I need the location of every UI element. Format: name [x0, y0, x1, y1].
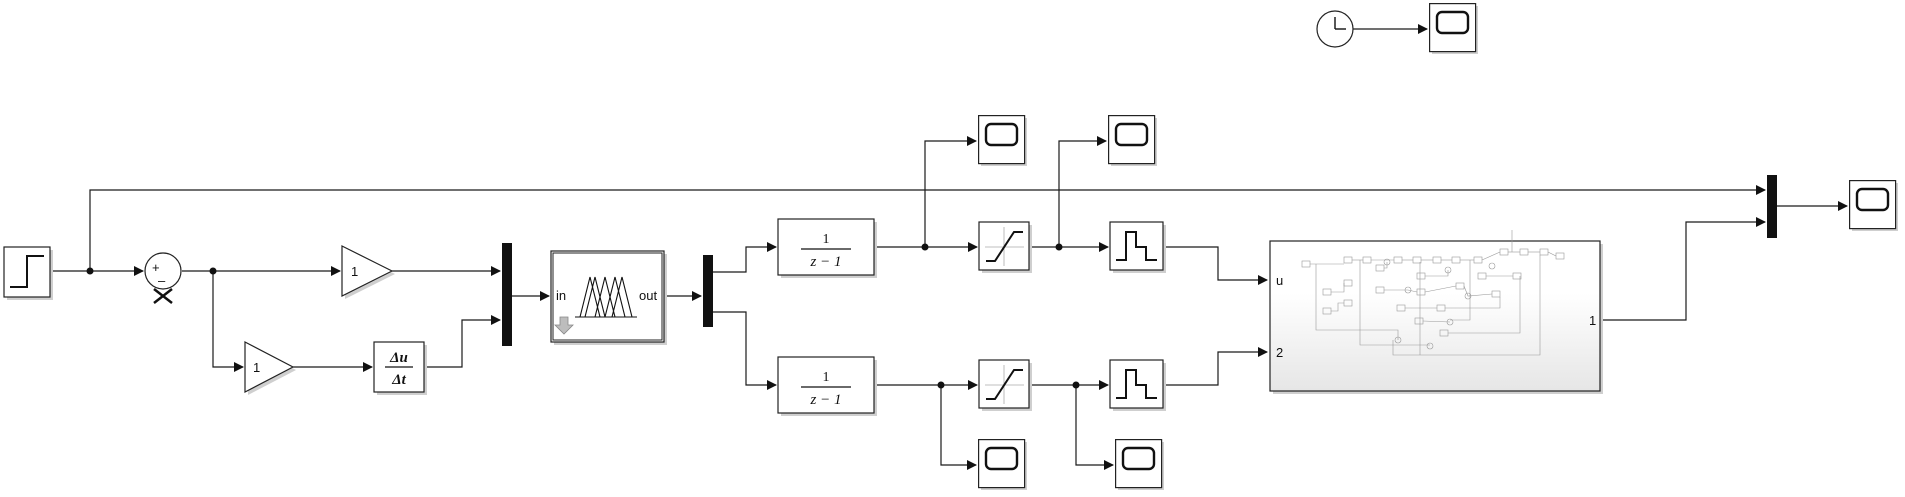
- saturation-icon: [985, 365, 1024, 404]
- wire-zoh-to-subsystem-2[interactable]: [1163, 347, 1268, 386]
- zoh-block-bottom[interactable]: [1109, 359, 1166, 411]
- down-arrow-icon: [554, 316, 574, 335]
- scope-top-right[interactable]: [1108, 115, 1158, 167]
- zoh-icon: [1116, 231, 1157, 261]
- sum-block[interactable]: + –: [144, 252, 182, 304]
- signal-wires: [52, 24, 1848, 470]
- wire-demux-to-delay-top[interactable]: [713, 242, 777, 273]
- wire-to-scope-bottom-left[interactable]: [940, 385, 977, 470]
- delay-block-top[interactable]: 1 z − 1: [777, 218, 877, 278]
- gain-top-label: 1: [351, 264, 358, 279]
- saturation-block-top[interactable]: [978, 221, 1032, 273]
- derivative-numerator: Δu: [389, 350, 408, 366]
- delay-block-bottom[interactable]: 1 z − 1: [777, 356, 877, 416]
- fuzzy-controller-block[interactable]: in out: [550, 250, 667, 345]
- wire-derivative-to-mux[interactable]: [424, 315, 501, 368]
- gain-triangle-icon: [341, 245, 394, 297]
- zoh-icon: [1116, 369, 1157, 399]
- clock-block[interactable]: [1316, 10, 1354, 48]
- derivative-block[interactable]: Δu Δt: [373, 341, 427, 395]
- input-mux[interactable]: [502, 243, 512, 346]
- fuzzy-in-port: in: [556, 288, 566, 303]
- wire-zoh-to-subsystem-u[interactable]: [1163, 246, 1268, 285]
- wire-error-to-gain-bottom[interactable]: [212, 271, 244, 372]
- delay-top-denominator: z − 1: [810, 254, 842, 270]
- delay-bottom-numerator: 1: [823, 370, 830, 385]
- output-demux[interactable]: [703, 255, 713, 327]
- scope-clock[interactable]: [1429, 3, 1479, 55]
- plant-subsystem-block[interactable]: u 2 1: [1269, 230, 1603, 394]
- scope-output[interactable]: [1849, 180, 1899, 232]
- output-mux[interactable]: [1767, 175, 1777, 238]
- sum-minus-sign: –: [158, 273, 166, 288]
- sum-plus-sign: +: [152, 260, 160, 275]
- step-block[interactable]: [3, 246, 53, 300]
- zoh-block-top[interactable]: [1109, 221, 1166, 273]
- scope-bottom-left[interactable]: [978, 439, 1028, 491]
- delay-top-numerator: 1: [823, 232, 830, 247]
- step-source-icon: [10, 255, 44, 288]
- scope-top-left[interactable]: [978, 115, 1028, 167]
- gain-bottom-label: 1: [253, 360, 260, 375]
- subsystem-thumbnail: [1301, 230, 1565, 356]
- gain-block-top[interactable]: 1: [341, 245, 395, 299]
- wire-reference-to-output-mux[interactable]: [89, 185, 1766, 271]
- fuzzy-out-port: out: [639, 288, 657, 303]
- saturation-block-bottom[interactable]: [978, 359, 1032, 411]
- fuzzy-membership-icon: [575, 276, 637, 318]
- saturation-icon: [985, 227, 1024, 266]
- subsystem-port-u: u: [1276, 273, 1283, 288]
- subsystem-port-1: 1: [1589, 313, 1596, 328]
- gain-block-bottom[interactable]: 1: [244, 341, 296, 395]
- wire-demux-to-delay-bottom[interactable]: [713, 311, 777, 390]
- branch-points: [86, 243, 1080, 389]
- wire-to-scope-top-right[interactable]: [1058, 136, 1107, 247]
- wire-subsystem-to-output-mux[interactable]: [1602, 217, 1766, 321]
- subsystem-port-2: 2: [1276, 345, 1283, 360]
- wire-to-scope-bottom-right[interactable]: [1075, 385, 1114, 470]
- scope-bottom-right[interactable]: [1115, 439, 1165, 491]
- wire-to-scope-top-left[interactable]: [924, 136, 977, 247]
- delay-bottom-denominator: z − 1: [810, 392, 842, 408]
- derivative-denominator: Δt: [391, 372, 406, 388]
